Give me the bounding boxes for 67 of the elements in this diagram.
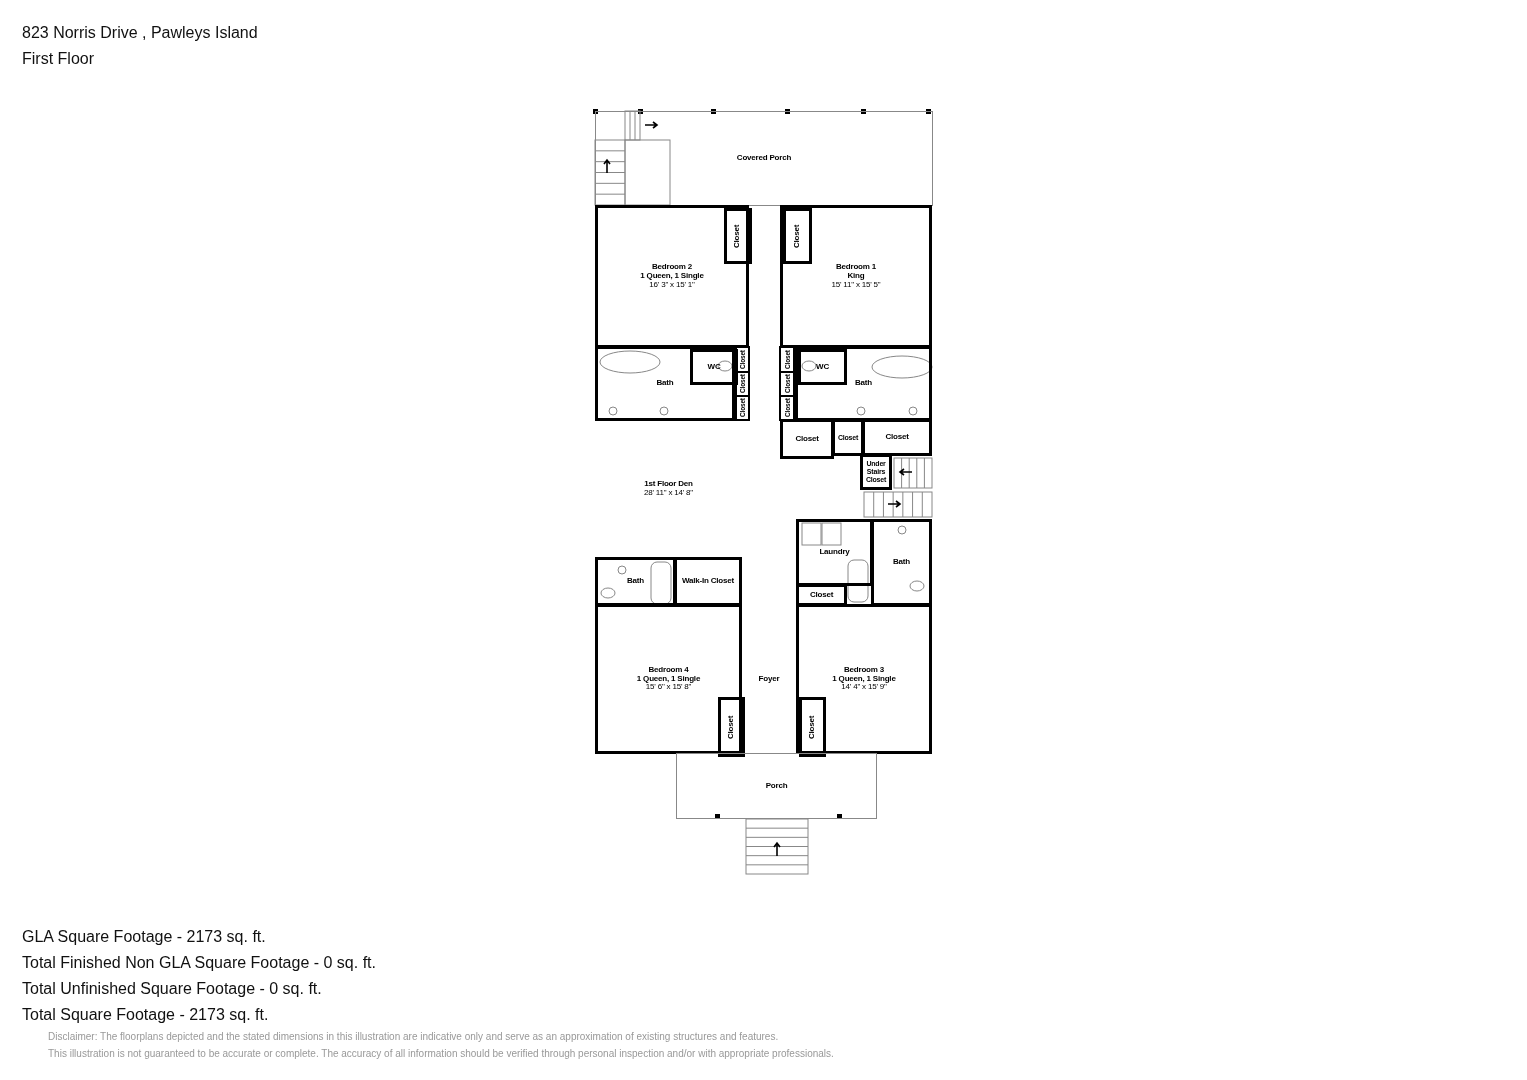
room-name: Closet — [733, 224, 743, 248]
room-outline — [795, 346, 932, 421]
room-name: Closet — [808, 715, 817, 739]
room-name: Bedroom 4 — [648, 665, 689, 675]
room-name: Bedroom 2 — [652, 263, 692, 273]
room-outline — [718, 697, 745, 757]
room-outline — [779, 346, 795, 373]
room-outline — [780, 205, 932, 348]
room-outline — [595, 346, 735, 421]
room-name: WC — [816, 362, 829, 372]
room-name: 1 Queen, 1 Single — [640, 272, 704, 281]
room-name: Foyer — [758, 674, 780, 684]
room-name: Closet — [795, 434, 819, 444]
disclaimer: This illustration is not guaranteed to be accurate or complete. The accuracy of all information should be verified through personal inspection and/or with appropriate professionals. — [48, 1048, 834, 1059]
disclaimer: Disclaimer: The floorplans depicted and the stated dimensions in this illustration are indicative only and serve as an approximation of existing structures and features. — [48, 1031, 779, 1042]
room-outline — [780, 419, 834, 459]
room-name: Bath — [893, 558, 910, 567]
porch-outline — [595, 111, 933, 206]
room-outline — [674, 557, 742, 606]
room-name: Bedroom 1 — [836, 263, 876, 273]
room-outline — [779, 395, 795, 421]
room-outline — [832, 419, 864, 456]
room-dimensions: 14' 4" x 15' 9" — [841, 683, 887, 693]
porch-outline — [676, 753, 877, 819]
room-name: Bath — [656, 379, 674, 388]
room-name: WC — [707, 362, 721, 372]
area-summary: GLA Square Footage - 2173 sq. ft. — [22, 928, 266, 946]
room-outline — [735, 346, 750, 373]
title: 823 Norris Drive , Pawleys Island — [22, 24, 258, 42]
room-outline — [798, 349, 847, 385]
room-name: Bath — [627, 577, 644, 586]
area-summary: Total Finished Non GLA Square Footage - 0 sq. ft. — [22, 954, 376, 972]
room-outline — [796, 584, 847, 606]
room-outline — [595, 557, 676, 606]
room-name: Closet — [809, 590, 834, 600]
room-name: Bath — [855, 379, 872, 388]
room-name: 1 Queen, 1 Single — [832, 674, 896, 683]
room-name: Closet — [793, 224, 802, 248]
room-outline — [595, 604, 742, 754]
room-outline — [862, 419, 932, 456]
room-outline — [690, 349, 738, 385]
room-dimensions: 15' 11" x 15' 5" — [831, 280, 881, 290]
room-name: Walk-In Closet — [682, 577, 734, 586]
room-dimensions: 28' 11" x 14' 8" — [644, 489, 693, 498]
room-name: Closet — [727, 715, 736, 739]
room-outline — [783, 208, 812, 264]
room-dimensions: 16' 3" x 15' 1" — [649, 280, 695, 290]
room-outline — [871, 519, 932, 606]
room-dimensions: 15' 6" x 15' 8" — [645, 683, 692, 693]
room-outline — [779, 371, 795, 397]
room-outline — [724, 208, 752, 264]
room-name: Porch — [765, 781, 788, 791]
room-outline — [799, 697, 826, 757]
area-summary: Total Square Footage - 2173 sq. ft. — [22, 1006, 269, 1024]
room-name: Bedroom 3 — [844, 665, 884, 675]
room-name: King — [847, 272, 865, 281]
room-outline — [595, 205, 749, 348]
room-name: 1 Queen, 1 Single — [636, 674, 701, 683]
room-outline — [796, 519, 873, 586]
room-name: 1st Floor Den — [644, 480, 693, 489]
room-outline — [860, 454, 892, 490]
room-name: Closet — [885, 433, 909, 442]
area-summary: Total Unfinished Square Footage - 0 sq. ft. — [22, 980, 322, 998]
room-name: Laundry — [819, 548, 850, 557]
room-outline — [796, 604, 932, 754]
floor-name: First Floor — [22, 50, 94, 68]
room-name: Covered Porch — [736, 154, 792, 163]
